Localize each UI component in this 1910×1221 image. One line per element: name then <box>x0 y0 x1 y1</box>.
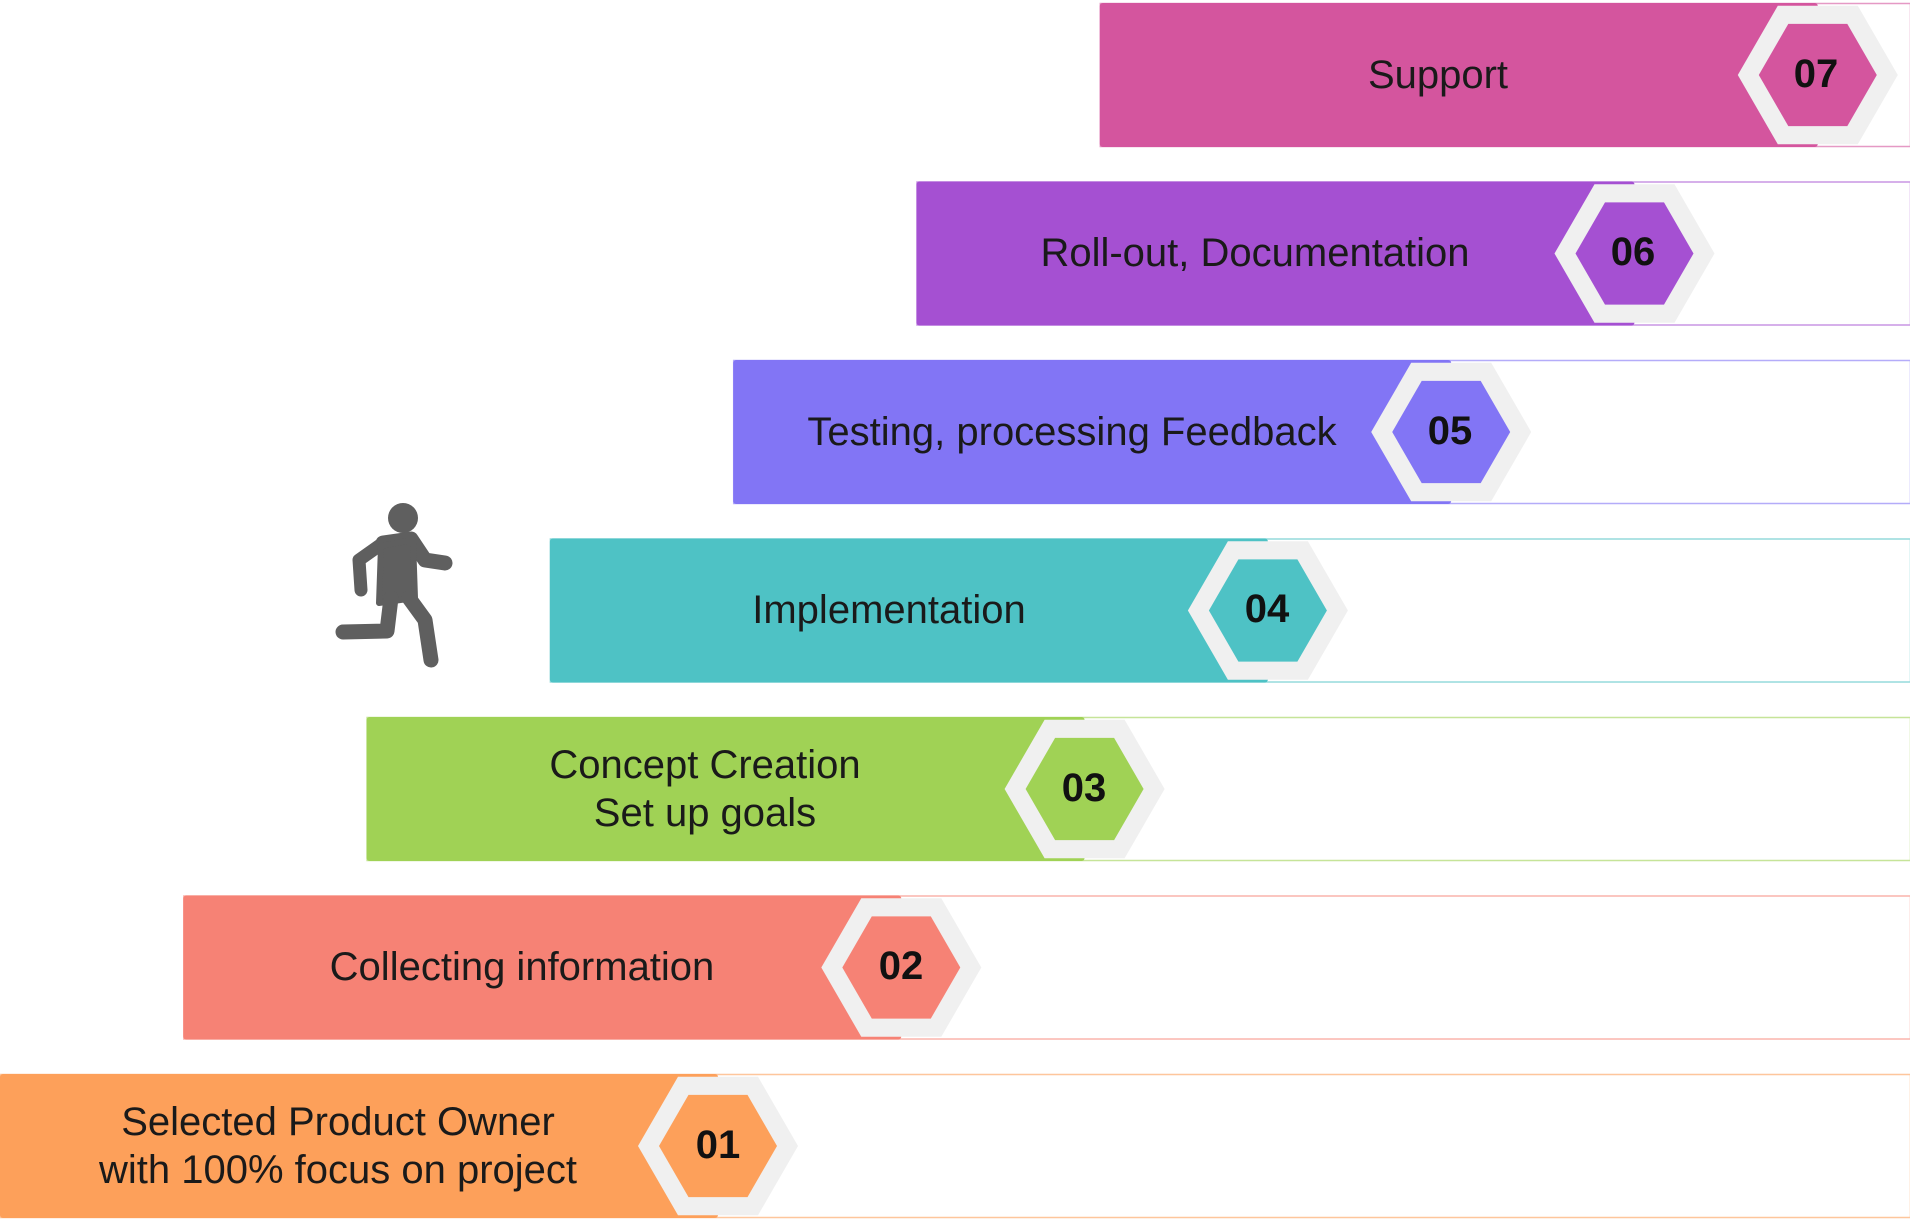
running-person-icon <box>335 503 453 668</box>
step-07-hex <box>1758 23 1877 127</box>
step-02-bar <box>183 895 902 1040</box>
step-03-hex <box>1025 737 1144 841</box>
step-04-label: Implementation <box>752 588 1026 632</box>
step-04-number: 04 <box>1244 586 1290 631</box>
step-07-bar <box>1099 3 1818 147</box>
step-02-hex <box>842 916 961 1019</box>
step-05-hex <box>1392 380 1511 484</box>
step-04-bar <box>549 538 1268 683</box>
step-06-label: Roll-out, Documentation <box>1040 231 1470 275</box>
step-06-number: 06 <box>1610 229 1656 274</box>
step-02-label: Collecting information <box>329 945 715 989</box>
step-07-label: Support <box>1367 53 1509 97</box>
step-01-bar <box>0 1074 718 1218</box>
step-05-label: Testing, processing Feedback <box>807 410 1337 454</box>
step-01-number: 01 <box>695 1122 741 1167</box>
step-05-number: 05 <box>1427 408 1473 453</box>
step-06-bar <box>916 181 1635 326</box>
step-05-bar <box>733 360 1452 504</box>
step-01-hex <box>659 1094 777 1198</box>
step-07-number: 07 <box>1793 51 1839 96</box>
step-04-hex <box>1208 559 1327 662</box>
step-03-bar <box>366 717 1085 861</box>
step-03-number: 03 <box>1061 765 1107 810</box>
step-02-number: 02 <box>878 943 924 988</box>
step-06-hex <box>1575 202 1694 305</box>
